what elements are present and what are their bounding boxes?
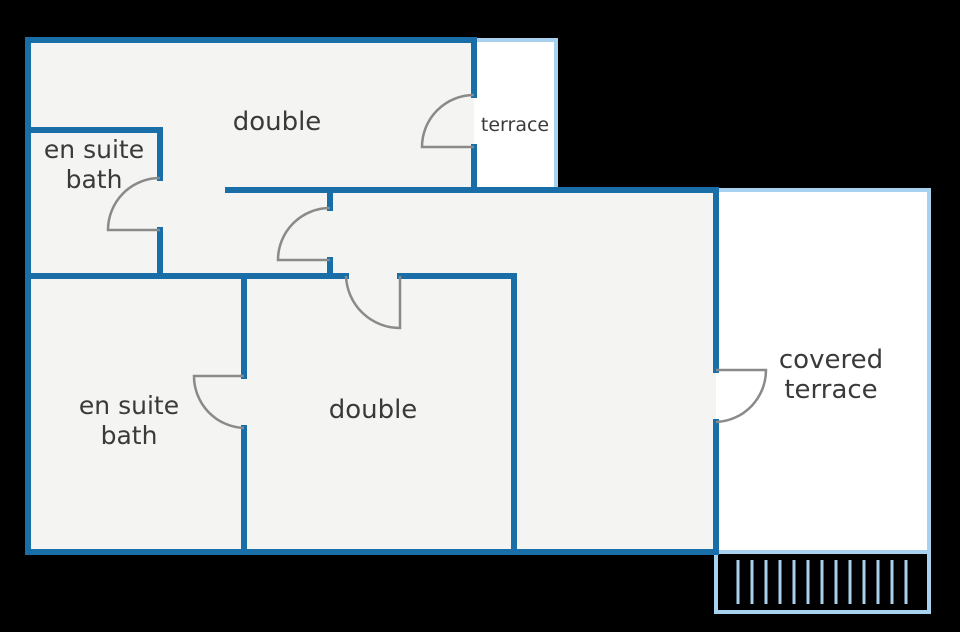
door-swings [106,93,768,430]
door-ensuite-bottom [192,374,245,430]
room-label-ensuite-top-line1: en suite [44,135,144,164]
door-corridor-west [276,206,331,262]
door-double-bottom [344,275,402,330]
indoor-floor-east [470,190,716,552]
door-ensuite-top [106,176,161,232]
door-covered-terrace [715,368,768,424]
room-label-terrace: terrace [481,114,549,136]
interior-walls [25,37,719,555]
room-label-ensuite-bottom-line2: bath [101,421,158,450]
room-label-covered-terrace-line1: covered [779,345,883,375]
door-terrace [420,93,475,149]
room-label-covered-terrace-line2: terrace [784,375,877,405]
terrace-small-floor [474,40,556,190]
room-label-ensuite-bottom-line1: en suite [79,391,179,420]
room-label-ensuite-top-line2: bath [66,165,123,194]
room-label-double-top: double [233,107,322,137]
room-label-double-bottom: double [329,395,418,425]
balcony-railing [736,560,908,604]
outdoor-walls [474,38,931,614]
